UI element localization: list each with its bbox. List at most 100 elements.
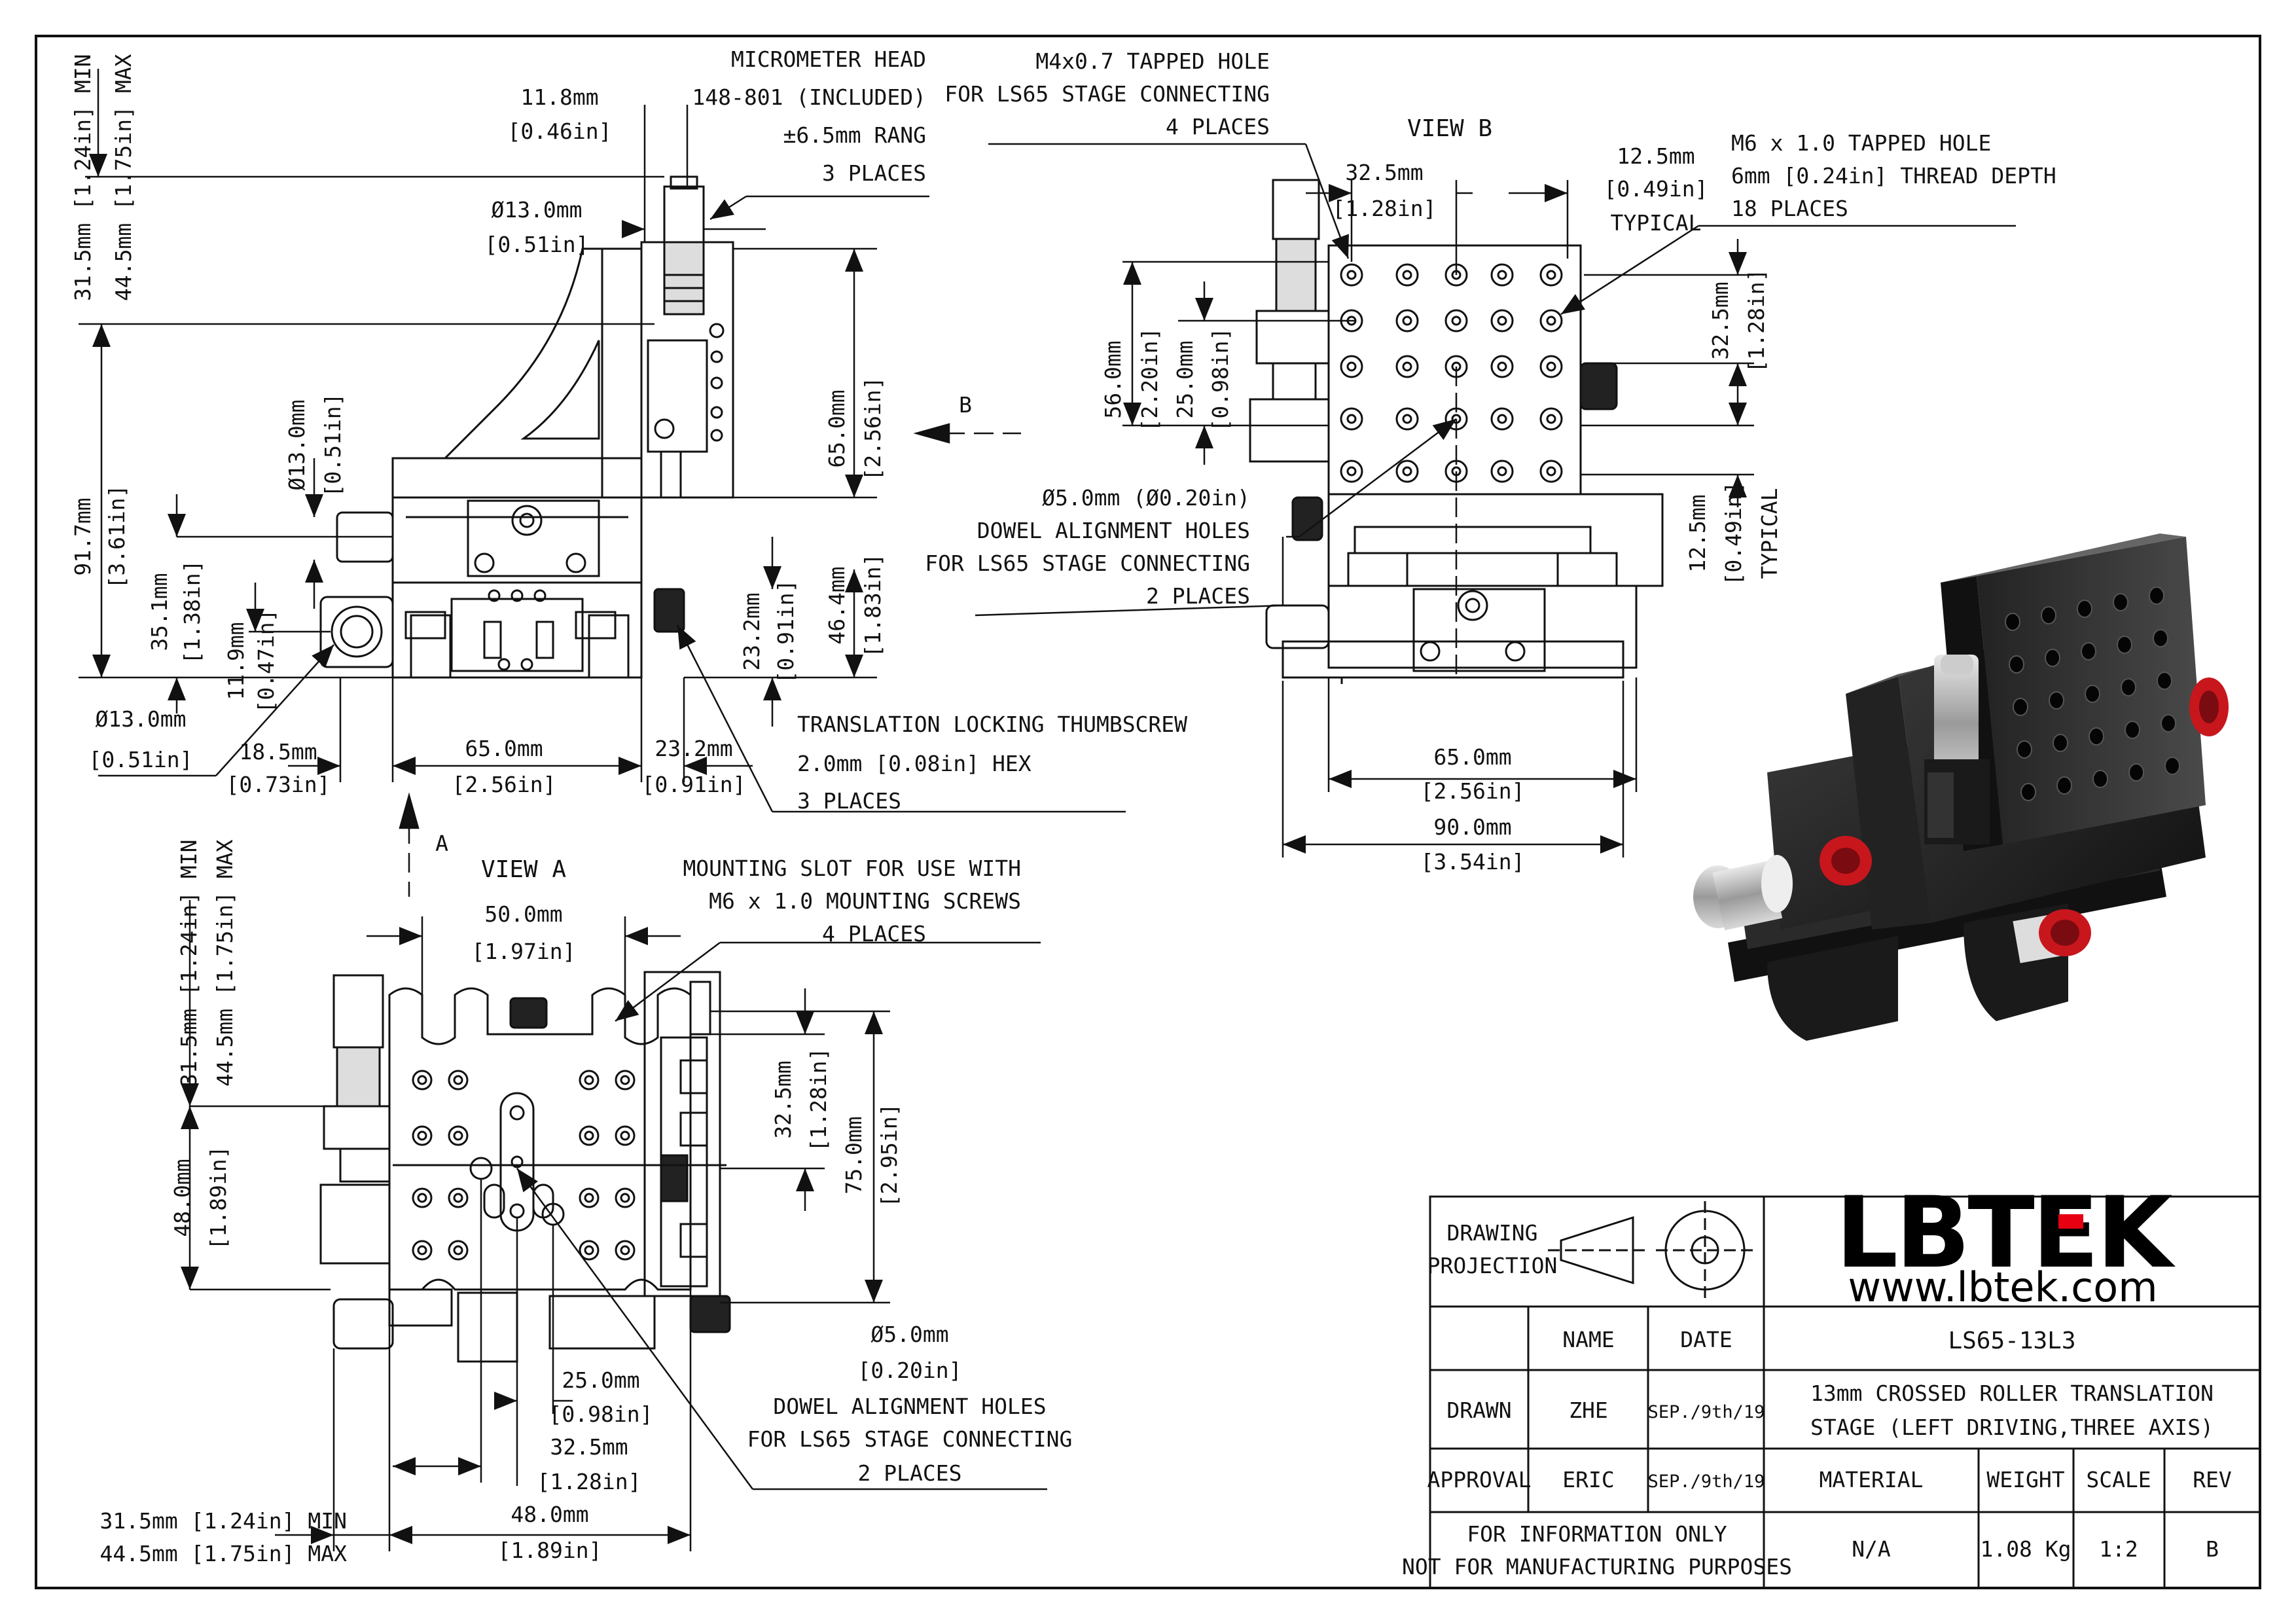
svg-text:1.08 Kg: 1.08 Kg bbox=[1980, 1536, 2071, 1562]
tapped-hole bbox=[448, 1125, 469, 1146]
tapped-hole-inner bbox=[417, 1245, 427, 1255]
render-tapped-hole bbox=[2045, 649, 2060, 667]
svg-text:N/A: N/A bbox=[1852, 1536, 1891, 1562]
tapped-hole bbox=[1395, 407, 1419, 431]
front-micrometer-head bbox=[663, 185, 705, 244]
part-description: 13mm CROSSED ROLLER TRANSLATION bbox=[1810, 1380, 2214, 1406]
tapped-hole-inner bbox=[1402, 270, 1412, 280]
svg-text:FOR LS65 STAGE CONNECTING: FOR LS65 STAGE CONNECTING bbox=[925, 550, 1250, 576]
svg-text:[2.56in]: [2.56in] bbox=[452, 772, 556, 797]
tapped-hole bbox=[1539, 263, 1563, 287]
view-a-dimensions bbox=[181, 900, 1047, 1551]
tapped-hole bbox=[579, 1125, 600, 1146]
svg-text:11.8mm: 11.8mm bbox=[520, 84, 598, 110]
product-isometric-render bbox=[1693, 533, 2229, 1041]
svg-text:MOUNTING SLOT FOR USE WITH: MOUNTING SLOT FOR USE WITH bbox=[683, 856, 1021, 881]
part-number: LS65-13L3 bbox=[1948, 1327, 2075, 1354]
svg-text:50.0mm: 50.0mm bbox=[484, 901, 562, 927]
svg-text:65.0mm: 65.0mm bbox=[465, 736, 543, 761]
tapped-hole-inner bbox=[1497, 361, 1507, 372]
view-a-text: VIEW A 50.0mm [1.97in] MOUNTING SLOT FOR… bbox=[100, 839, 1073, 1566]
svg-text:DATE: DATE bbox=[1680, 1327, 1732, 1352]
svg-text:48.0mm: 48.0mm bbox=[511, 1502, 588, 1527]
tapped-hole bbox=[1395, 309, 1419, 333]
svg-text:25.0mm: 25.0mm bbox=[562, 1367, 639, 1393]
svg-text:65.0mm: 65.0mm bbox=[1433, 744, 1511, 770]
svg-text:31.5mm [1.24in] MIN: 31.5mm [1.24in] MIN bbox=[100, 1508, 348, 1534]
svg-text:Ø13.0mm: Ø13.0mm bbox=[95, 706, 186, 732]
svg-text:MATERIAL: MATERIAL bbox=[1820, 1467, 1924, 1492]
view-b bbox=[1249, 179, 1664, 684]
tapped-hole-inner bbox=[620, 1193, 630, 1203]
svg-text:ERIC: ERIC bbox=[1562, 1467, 1614, 1492]
tapped-hole-inner bbox=[620, 1245, 630, 1255]
tapped-hole bbox=[1340, 263, 1363, 287]
svg-text:[0.51in]: [0.51in] bbox=[485, 232, 589, 257]
tapped-hole-inner bbox=[453, 1245, 463, 1255]
svg-text:SCALE: SCALE bbox=[2086, 1467, 2151, 1492]
svg-text:18.5mm: 18.5mm bbox=[239, 739, 317, 765]
render-tapped-hole bbox=[2077, 600, 2092, 618]
svg-text:M6 x 1.0 TAPPED HOLE: M6 x 1.0 TAPPED HOLE bbox=[1731, 130, 1991, 156]
tapped-hole bbox=[1395, 263, 1419, 287]
front-text: MICROMETER HEAD 148-801 (INCLUDED) ±6.5m… bbox=[70, 46, 1187, 856]
view-a-micrometer bbox=[332, 974, 384, 1049]
render-tapped-hole bbox=[2089, 727, 2104, 746]
tapped-hole-inner bbox=[584, 1130, 594, 1141]
svg-text:31.5mm [1.24in] MIN: 31.5mm [1.24in] MIN bbox=[70, 54, 96, 302]
render-tapped-hole bbox=[2153, 629, 2168, 647]
svg-text:[0.46in]: [0.46in] bbox=[508, 118, 612, 144]
render-tapped-hole bbox=[2113, 593, 2128, 611]
svg-text:3 PLACES: 3 PLACES bbox=[822, 160, 926, 186]
render-tapped-hole bbox=[2053, 734, 2068, 752]
svg-text:35.1mm: 35.1mm bbox=[147, 573, 172, 651]
render-micrometer bbox=[1934, 655, 1979, 792]
render-tapped-hole bbox=[2128, 763, 2144, 782]
render-tapped-hole bbox=[2157, 672, 2172, 690]
tapped-hole bbox=[1539, 460, 1563, 483]
svg-text:75.0mm: 75.0mm bbox=[841, 1116, 867, 1194]
tapped-hole bbox=[1539, 355, 1563, 378]
svg-text:44.5mm [1.75in] MAX: 44.5mm [1.75in] MAX bbox=[100, 1541, 348, 1566]
tapped-hole-inner bbox=[1346, 414, 1357, 424]
tapped-hole-inner bbox=[1497, 414, 1507, 424]
view-b-holes bbox=[1340, 263, 1563, 483]
tapped-hole-inner bbox=[1546, 316, 1556, 326]
svg-text:[1.28in]: [1.28in] bbox=[806, 1048, 831, 1152]
tapped-hole bbox=[579, 1070, 600, 1091]
render-tapped-hole bbox=[2164, 757, 2180, 775]
tapped-hole bbox=[615, 1125, 636, 1146]
render-tapped-hole bbox=[2125, 721, 2140, 739]
view-a-title: VIEW A bbox=[481, 856, 566, 883]
svg-text:[0.20in]: [0.20in] bbox=[858, 1358, 962, 1383]
render-tapped-hole bbox=[2005, 613, 2020, 631]
svg-text:32.5mm: 32.5mm bbox=[1345, 160, 1423, 185]
svg-text:[1.28in]: [1.28in] bbox=[537, 1469, 641, 1494]
svg-text:91.7mm: 91.7mm bbox=[70, 497, 96, 575]
title-block bbox=[1429, 1195, 2261, 1589]
render-tapped-hole bbox=[2121, 678, 2136, 696]
front-dimensions bbox=[79, 69, 1126, 897]
tapped-hole bbox=[579, 1240, 600, 1261]
render-tapped-hole bbox=[2020, 783, 2036, 801]
svg-text:18 PLACES: 18 PLACES bbox=[1731, 196, 1848, 221]
svg-text:STAGE (LEFT DRIVING,THREE AXIS: STAGE (LEFT DRIVING,THREE AXIS) bbox=[1810, 1415, 2214, 1440]
svg-text:B: B bbox=[2206, 1536, 2219, 1562]
svg-text:[0.49in]: [0.49in] bbox=[1721, 482, 1746, 586]
tapped-hole-inner bbox=[453, 1193, 463, 1203]
svg-text:FOR INFORMATION ONLY: FOR INFORMATION ONLY bbox=[1467, 1521, 1727, 1547]
tapped-hole bbox=[1490, 309, 1514, 333]
svg-text:TYPICAL: TYPICAL bbox=[1610, 210, 1701, 236]
lbtek-logo: LBTEK bbox=[1836, 1176, 2176, 1290]
svg-text:1:2: 1:2 bbox=[2099, 1536, 2138, 1562]
svg-text:MICROMETER HEAD: MICROMETER HEAD bbox=[731, 46, 926, 72]
svg-text:[1.28in]: [1.28in] bbox=[1333, 196, 1437, 221]
svg-text:[1.38in]: [1.38in] bbox=[179, 560, 205, 664]
svg-text:23.2mm: 23.2mm bbox=[739, 592, 764, 670]
tapped-hole-inner bbox=[1451, 316, 1462, 326]
svg-text:3 PLACES: 3 PLACES bbox=[797, 788, 901, 814]
svg-text:[0.73in]: [0.73in] bbox=[226, 772, 331, 797]
view-b-title: VIEW B bbox=[1407, 115, 1492, 142]
tapped-hole bbox=[1395, 355, 1419, 378]
tapped-hole bbox=[448, 1070, 469, 1091]
